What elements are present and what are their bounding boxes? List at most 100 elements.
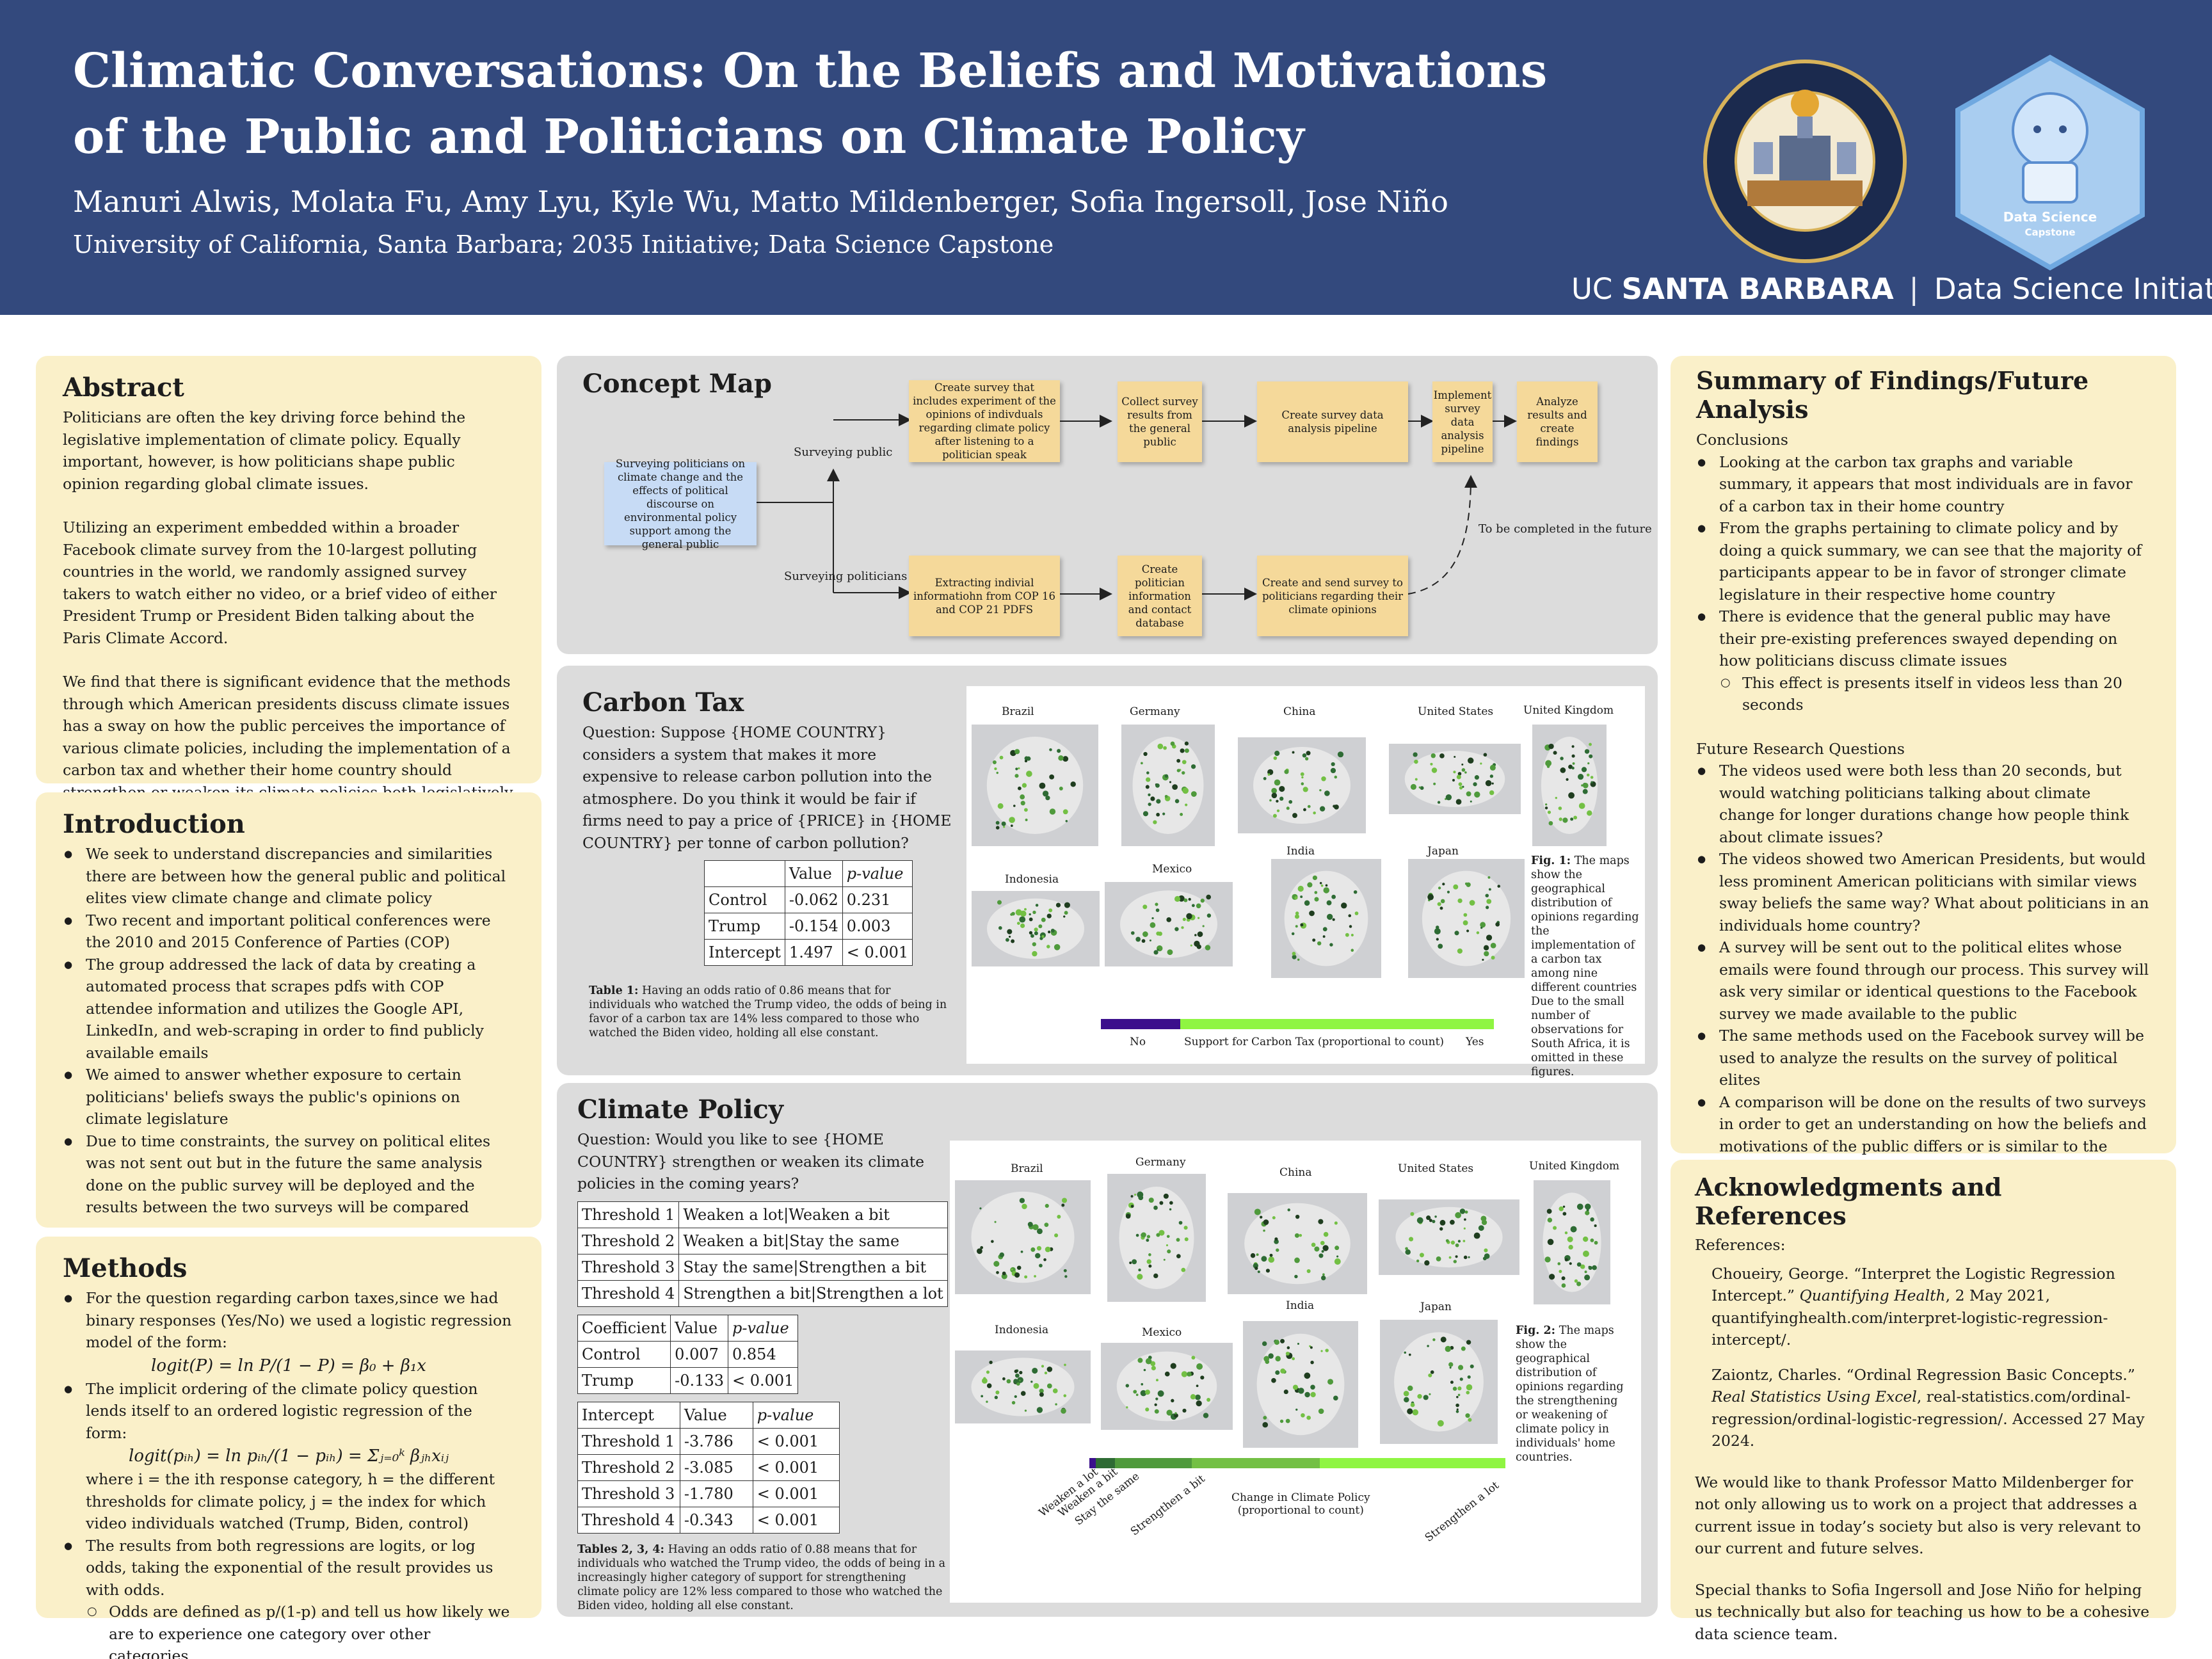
carbon-tax-map-figure: Brazil Germany China United States Unite… bbox=[966, 686, 1645, 1078]
summary-panel: Summary of Findings/Future Analysis Conc… bbox=[1671, 356, 2176, 1199]
concept-bottom-box-1: Extracting indivial informatiohn from CO… bbox=[909, 556, 1060, 636]
ordered-logistic-formula: logit(pᵢₕ) = ln pᵢₕ/(1 − pᵢₕ) = Σⱼ₌₀ᵏ βⱼ… bbox=[129, 1447, 449, 1466]
map-dot bbox=[1126, 1406, 1128, 1409]
table-cell: Intercept bbox=[704, 939, 785, 966]
map-dot bbox=[1174, 1412, 1177, 1415]
label-surveying-politicians: Surveying politicians bbox=[784, 570, 908, 583]
map-dots bbox=[1394, 1332, 1484, 1432]
concept-bottom-box-3: Create and send survey to politicians re… bbox=[1257, 556, 1408, 636]
map-dot bbox=[1010, 824, 1013, 827]
map-dot bbox=[1456, 774, 1461, 780]
map-dot bbox=[1466, 791, 1471, 797]
map-dot bbox=[1292, 952, 1296, 956]
map-dot bbox=[1354, 911, 1359, 915]
map-dot bbox=[1135, 1393, 1139, 1397]
map-dot bbox=[1156, 1233, 1160, 1237]
ref-text: , 2 May 2021, quantifyinghealth.com/inte… bbox=[1711, 1286, 2108, 1349]
map-dot bbox=[1275, 1370, 1280, 1375]
conclusion-item: There is evidence that the general publi… bbox=[1696, 605, 2151, 672]
map-dot bbox=[1470, 800, 1472, 803]
map-dot bbox=[1450, 1381, 1454, 1384]
table-cell: Weaken a bit|Stay the same bbox=[678, 1227, 948, 1254]
map-dots bbox=[1244, 1203, 1350, 1285]
map-dot bbox=[1029, 913, 1031, 916]
climate-policy-panel: Climate Policy Question: Would you like … bbox=[557, 1083, 1658, 1617]
map-dot bbox=[1018, 786, 1022, 790]
map-dot bbox=[1269, 1253, 1273, 1257]
map-dot bbox=[1274, 1237, 1278, 1241]
map-dot bbox=[1041, 917, 1046, 922]
ack-heading: Acknowledgments and References bbox=[1695, 1173, 2002, 1230]
map-dot bbox=[1268, 1353, 1274, 1359]
map-dot bbox=[1574, 1279, 1578, 1283]
map-dot bbox=[1035, 904, 1039, 907]
map-dot bbox=[1474, 791, 1480, 798]
reference-2: Zaiontz, Charles. “Ordinal Regression Ba… bbox=[1695, 1364, 2152, 1452]
map-dot bbox=[1182, 771, 1185, 775]
map-dot bbox=[1014, 749, 1020, 755]
table-cell: Threshold 1 bbox=[577, 1427, 680, 1455]
table-cell: < 0.001 bbox=[752, 1454, 840, 1481]
map-dot bbox=[1011, 939, 1015, 943]
map-dot bbox=[1578, 774, 1584, 780]
map-dot bbox=[1188, 897, 1191, 901]
map-dot bbox=[1260, 1215, 1263, 1219]
map-landmass bbox=[1116, 1351, 1217, 1422]
map-dots bbox=[1284, 870, 1368, 966]
map-dot bbox=[1459, 786, 1463, 790]
map-label-germany: Germany bbox=[1130, 705, 1180, 718]
map-dot bbox=[1585, 1203, 1591, 1210]
map-label-indonesia: Indonesia bbox=[995, 1324, 1049, 1336]
map-dot bbox=[1206, 1398, 1211, 1402]
map-dots bbox=[1119, 1187, 1194, 1289]
acknowledgments-panel: Acknowledgments and References Reference… bbox=[1671, 1160, 2176, 1643]
map-dots bbox=[1132, 737, 1204, 834]
map-dot bbox=[1045, 1246, 1051, 1253]
map-dot bbox=[1274, 779, 1281, 786]
map-dot bbox=[1130, 1205, 1134, 1208]
map-dot bbox=[1485, 780, 1492, 787]
map-dot bbox=[1020, 801, 1025, 806]
table-cell: 0.003 bbox=[842, 913, 913, 940]
map-dot bbox=[1553, 751, 1557, 755]
map-dot bbox=[1150, 796, 1155, 801]
map-dot bbox=[1457, 1365, 1464, 1370]
references-label: References: bbox=[1695, 1236, 1786, 1254]
map-dot bbox=[1200, 1365, 1203, 1368]
map-dot bbox=[1145, 1407, 1150, 1412]
map-label-united-states: United States bbox=[1398, 1162, 1474, 1175]
map-dot bbox=[1183, 898, 1188, 902]
map-dot bbox=[1432, 1338, 1436, 1342]
map-dot bbox=[1584, 1270, 1587, 1274]
concept-top-box-5: Analyze results and create findings bbox=[1517, 381, 1598, 462]
map-dot bbox=[1256, 1253, 1259, 1256]
map-dot bbox=[1463, 1240, 1466, 1242]
abstract-heading: Abstract bbox=[63, 373, 184, 403]
map-dot bbox=[1057, 749, 1061, 753]
map-dot bbox=[1455, 799, 1462, 805]
map-dot bbox=[1055, 902, 1061, 908]
map-landmass bbox=[1541, 737, 1598, 834]
map-dot bbox=[1003, 826, 1006, 828]
map-dot bbox=[1265, 1269, 1270, 1273]
table-row: Threshold 4-0.343< 0.001 bbox=[577, 1506, 840, 1534]
map-dot bbox=[1489, 790, 1495, 796]
map-dot bbox=[1485, 894, 1489, 898]
map-dot bbox=[1583, 1250, 1589, 1257]
concept-top-box-2: Collect survey results from the general … bbox=[1118, 381, 1202, 462]
table-cell: -0.062 bbox=[784, 886, 843, 913]
map-dot bbox=[1350, 933, 1354, 937]
map-dot bbox=[1448, 1256, 1452, 1259]
map-dot bbox=[1019, 1370, 1023, 1375]
map-dot bbox=[1473, 782, 1477, 787]
map-dot bbox=[1191, 904, 1195, 908]
map-dot bbox=[1257, 1270, 1260, 1273]
map-dot bbox=[1250, 1253, 1256, 1258]
map-dot bbox=[1437, 902, 1441, 906]
map-dot bbox=[1568, 792, 1575, 799]
intro-item: Due to time constraints, the survey on p… bbox=[63, 1130, 515, 1219]
map-dot bbox=[1419, 1253, 1424, 1258]
map-dot bbox=[1450, 1219, 1455, 1225]
